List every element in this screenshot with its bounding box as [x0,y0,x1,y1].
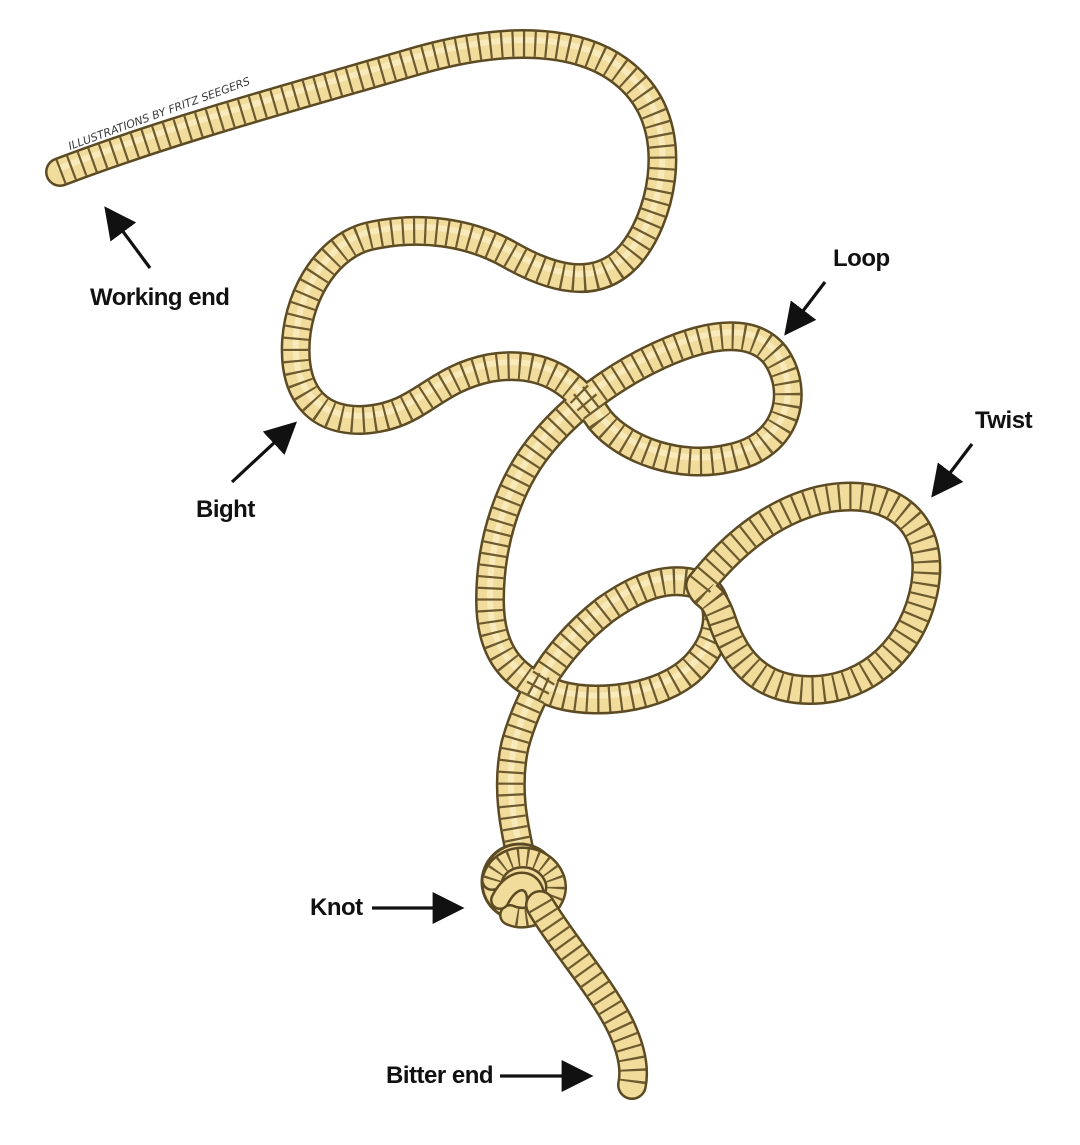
label-bight: Bight [196,421,298,523]
label-knot-text: Knot [310,894,363,921]
rope-twist-segment [685,481,942,705]
label-loop-text: Loop [833,245,890,272]
rope-bitter-end-segment [525,890,649,1100]
label-working-end-text: Working end [90,284,229,311]
label-bitter-end-text: Bitter end [386,1062,493,1089]
arrow-loop [784,281,827,336]
label-working-end: Working end [90,206,230,311]
arrow-bight [230,421,298,484]
label-twist-text: Twist [975,407,1033,434]
arrow-twist [931,443,974,498]
label-twist: Twist [931,407,1033,498]
rope [45,29,942,1100]
label-loop: Loop [784,245,890,336]
label-bitter-end: Bitter end [386,1060,594,1092]
arrow-working-end [104,206,152,269]
rope-main-segment [45,29,803,877]
label-bight-text: Bight [196,496,255,523]
label-knot: Knot [310,892,465,924]
